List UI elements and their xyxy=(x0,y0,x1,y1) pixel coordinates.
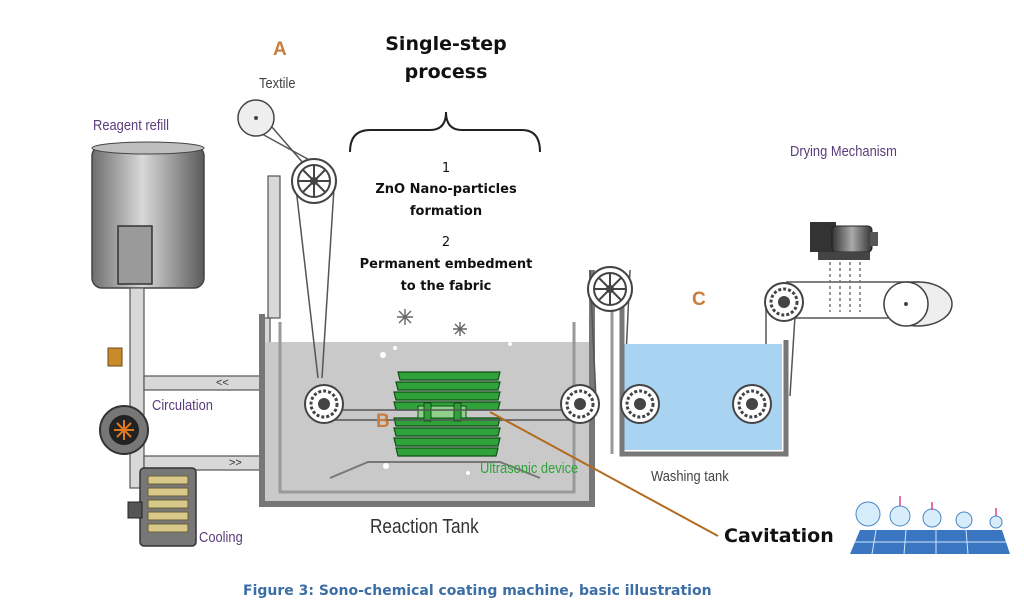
reagent-refill-label: Reagent refill xyxy=(93,117,170,134)
label-b: B xyxy=(376,411,390,432)
reagent-refill-tank xyxy=(91,141,205,289)
cooling-label: Cooling xyxy=(199,529,243,546)
label-a: A xyxy=(273,39,287,60)
textile-label: Textile xyxy=(259,75,296,92)
process-title-line2: process xyxy=(404,61,488,83)
step1-number: 1 xyxy=(441,161,451,176)
cavitation-pointer xyxy=(489,411,719,537)
cavitation-bubbles-icon xyxy=(850,496,1010,555)
flow-out-arrow: >> xyxy=(229,457,242,469)
reaction-tank-label: Reaction Tank xyxy=(370,516,479,538)
figure-caption: Figure 3: Sono-chemical coating machine,… xyxy=(243,583,712,599)
step1-line1: ZnO Nano-particles xyxy=(375,182,517,197)
process-title-line1: Single-step xyxy=(385,33,507,55)
pump-icon xyxy=(99,405,149,455)
circulation-label: Circulation xyxy=(152,397,213,414)
step2-line1: Permanent embedment xyxy=(359,257,533,272)
cooler-icon xyxy=(127,467,197,547)
label-c: C xyxy=(692,289,706,310)
washing-tank-label: Washing tank xyxy=(651,468,729,485)
ultrasonic-device-label: Ultrasonic device xyxy=(480,460,579,477)
sparkle-icon xyxy=(397,309,467,336)
drying-mechanism-label: Drying Mechanism xyxy=(790,143,897,160)
washing-tank xyxy=(610,294,789,457)
step2-line2: to the fabric xyxy=(400,279,492,294)
valve-icon xyxy=(107,347,123,367)
flow-in-arrow: << xyxy=(216,377,229,389)
roller-icon xyxy=(237,99,953,425)
process-brace xyxy=(349,111,541,153)
ultrasonic-transducer-icon xyxy=(393,371,501,457)
cavitation-label: Cavitation xyxy=(724,525,834,547)
step2-number: 2 xyxy=(441,235,451,250)
motor-icon xyxy=(810,222,878,312)
step1-line2: formation xyxy=(409,204,483,219)
